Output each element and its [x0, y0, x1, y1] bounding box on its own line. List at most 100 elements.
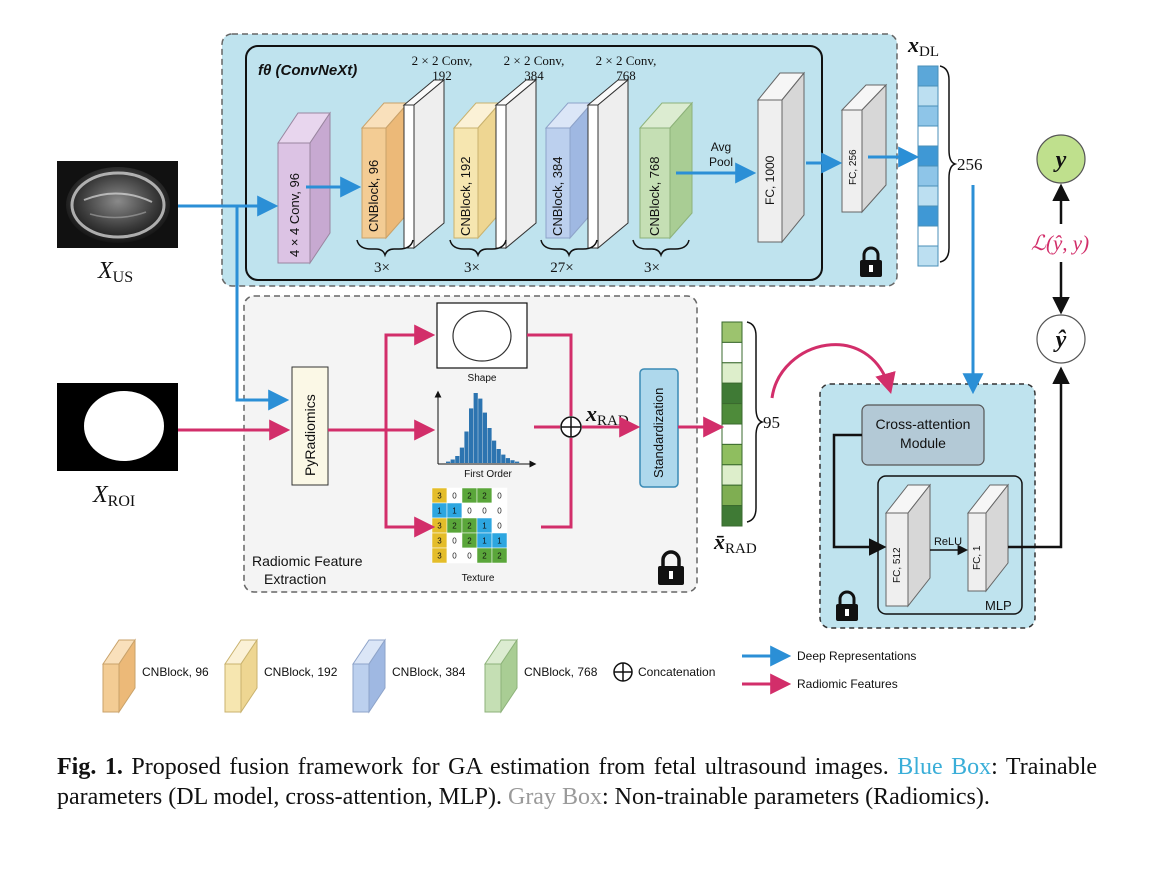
repeat-768: 3× [644, 260, 660, 276]
texture-cell-value: 0 [452, 537, 457, 546]
x-rad-brace [746, 321, 765, 523]
fc-512-label: FC, 512 [892, 547, 903, 583]
caption-gray-box: Gray Box [507, 784, 602, 810]
standardization-box: Standardization [639, 368, 679, 488]
cnblock-192-label: CNBlock, 192 [458, 157, 473, 236]
x-rad-cell [721, 382, 743, 405]
x-dl-cell [917, 65, 939, 87]
cnblock-192: CNBlock, 192 [452, 101, 502, 240]
x-dl-dim: 256 [957, 155, 983, 174]
histogram-bar [505, 458, 510, 463]
lock-icon [658, 550, 684, 585]
legend-concatenation-label: Concatenation [638, 665, 715, 679]
histogram-bar [446, 461, 451, 463]
histogram-bar [482, 412, 487, 463]
x-dl-label: xDL [907, 32, 939, 60]
legend-deep-representations: Deep Representations [742, 645, 916, 667]
histogram-bar [455, 456, 460, 463]
texture-cell-value: 0 [497, 492, 502, 501]
x-dl-cell [917, 145, 939, 167]
fc-1000-label: FC, 1000 [763, 155, 777, 205]
texture-cell-value: 2 [467, 537, 472, 546]
first-order-feature-panel: First Order [434, 390, 537, 480]
x-rad-cell [721, 443, 743, 466]
x-dl-cell [917, 185, 939, 207]
caption-text-1: Proposed fusion framework for GA estimat… [122, 754, 898, 780]
ds3-line2: 768 [616, 68, 636, 83]
fc-1-label: FC, 1 [972, 545, 983, 570]
cross-attention-line1: Cross-attention [876, 416, 971, 432]
shape-feature-panel: Shape [436, 302, 528, 384]
ds1-line1: 2 × 2 Conv, [412, 53, 473, 68]
texture-cell [491, 547, 508, 564]
x-rad-cell [721, 321, 743, 343]
x-dl-brace [939, 65, 958, 263]
texture-cell-value: 3 [437, 537, 442, 546]
x-roi-label: XROI [92, 482, 135, 510]
ultrasound-image [57, 161, 178, 248]
deep-representation-arrows [178, 146, 984, 411]
lock-icon [836, 590, 858, 621]
loss-label: ℒ(ŷ, y) [1031, 231, 1089, 255]
concatenation-symbol [560, 416, 582, 438]
texture-cell-value: 2 [482, 492, 487, 501]
histogram-bar [492, 440, 497, 463]
texture-cell-value: 0 [467, 552, 472, 561]
convnext-title: fθ (ConvNeXt) [258, 62, 357, 79]
fc-512-layer: FC, 512 [884, 483, 932, 608]
texture-cell-value: 3 [437, 522, 442, 531]
avgpool-line1: Avg [711, 140, 731, 154]
legend-cnblock-192-label: CNBlock, 192 [264, 665, 338, 679]
histogram-bar [487, 428, 492, 463]
x-us-subscript: US [113, 269, 133, 286]
texture-cell-value: 1 [497, 537, 502, 546]
pyradiomics-box: PyRadiomics [291, 366, 329, 486]
repeat-labels: 3× 3× 27× 3× [374, 260, 660, 276]
texture-cell-value: 1 [482, 522, 487, 531]
ds2-line2: 384 [524, 68, 544, 83]
texture-cell-value: 2 [452, 522, 457, 531]
radiomic-feature-arrows [178, 324, 896, 538]
relu-label: ReLU [934, 536, 962, 548]
texture-cell-value: 0 [452, 492, 457, 501]
cnblock-96-label: CNBlock, 96 [366, 160, 381, 232]
x-dl-cell [917, 85, 939, 107]
x-rad-bar-label: x̄RAD [713, 529, 757, 557]
x-roi-subscript: ROI [108, 493, 136, 510]
texture-cell-value: 1 [482, 537, 487, 546]
caption-fig-label: Fig. 1. [57, 754, 123, 780]
x-rad-cell [721, 423, 743, 445]
avgpool-line2: Pool [709, 155, 733, 169]
texture-cell-value: 2 [467, 492, 472, 501]
ground-truth-node: y [1036, 134, 1086, 184]
first-order-label: First Order [464, 469, 512, 480]
legend-cnblock-768: CNBlock, 768 [484, 638, 598, 714]
x-rad-cell [721, 341, 743, 364]
legend: CNBlock, 96 CNBlock, 192 CNBlock, 384 CN… [102, 638, 916, 714]
cnblock-384-label: CNBlock, 384 [550, 157, 565, 236]
legend-cnblock-96-label: CNBlock, 96 [142, 665, 209, 679]
y-label: y [1053, 147, 1067, 173]
x-rad-cell [721, 403, 743, 425]
legend-deep-label: Deep Representations [797, 649, 916, 663]
texture-cell-value: 1 [437, 507, 442, 516]
shape-label: Shape [468, 373, 497, 384]
x-rad-cell [721, 505, 743, 527]
pyradiomics-label: PyRadiomics [302, 394, 318, 476]
downsample-conv-192 [402, 78, 446, 250]
texture-cell-value: 2 [497, 552, 502, 561]
x-rad-vector [721, 321, 743, 527]
x-rad-cell [721, 464, 743, 486]
texture-cell-value: 1 [452, 507, 457, 516]
texture-cell-value: 0 [497, 507, 502, 516]
x-us-label: XUS [97, 258, 133, 286]
ds3-line1: 2 × 2 Conv, [596, 53, 657, 68]
texture-cell-value: 0 [497, 522, 502, 531]
x-dl-subscript: DL [919, 44, 939, 60]
texture-cell-value: 0 [452, 552, 457, 561]
caption-text-3: : Non-trainable parameters (Radiomics). [601, 784, 990, 810]
x-rad-cell [721, 484, 743, 507]
prediction-node: ŷ [1036, 314, 1086, 364]
ds2-line1: 2 × 2 Conv, [504, 53, 565, 68]
radiomics-title-line2: Extraction [264, 571, 326, 587]
